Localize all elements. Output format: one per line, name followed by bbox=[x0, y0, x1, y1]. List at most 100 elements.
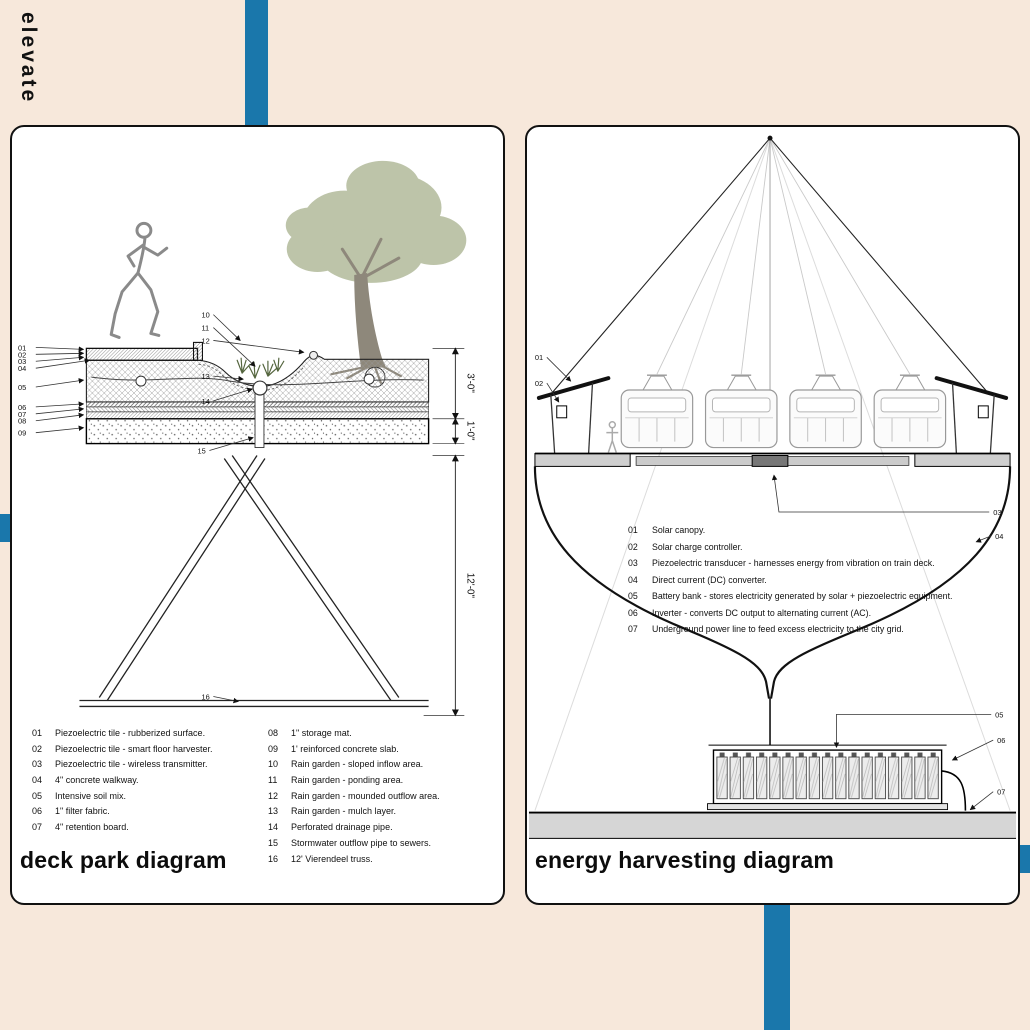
deck-park-panel: 01 02 03 04 05 06 07 08 09 10 bbox=[10, 125, 505, 905]
callout-06: 06 bbox=[997, 736, 1005, 745]
legend-item-number: 11 bbox=[268, 775, 278, 786]
pipe-section-circle bbox=[363, 373, 375, 385]
legend-item-text: Direct current (DC) converter. bbox=[652, 574, 767, 585]
legend-item-text: Rain garden - mounded outflow area. bbox=[291, 790, 440, 801]
energy-harvesting-drawing: 01 02 03 04 05 06 07 bbox=[528, 135, 1017, 839]
legend-item: 14 Perforated drainage pipe. bbox=[268, 822, 440, 838]
legend-item-text: Solar canopy. bbox=[652, 525, 706, 535]
legend-item: 04 Direct current (DC) converter. bbox=[628, 575, 952, 592]
legend-item-number: 05 bbox=[32, 790, 43, 801]
legend-item: 03 Piezoelectric tile - wireless transmi… bbox=[32, 759, 213, 775]
legend-item-text: Battery bank - stores electricity genera… bbox=[652, 591, 953, 601]
legend-item: 01 Solar canopy. bbox=[628, 525, 952, 542]
solar-canopy-right bbox=[934, 376, 1009, 456]
energy-harvesting-panel: 01 02 03 04 05 06 07 01 Solar canopy. 02… bbox=[525, 125, 1020, 905]
tree-trunk bbox=[354, 272, 386, 370]
runner-figure bbox=[109, 221, 169, 339]
legend-item: 08 1" storage mat. bbox=[268, 728, 440, 744]
legend-item: 05 Intensive soil mix. bbox=[32, 791, 213, 807]
tree-branches bbox=[340, 237, 401, 281]
left-callout-numbers: 01 02 03 04 05 06 07 08 09 bbox=[18, 343, 26, 437]
platform-person bbox=[606, 421, 619, 453]
callout-12: 12 bbox=[201, 336, 209, 345]
train-car bbox=[789, 374, 862, 449]
legend-item-text: Piezoelectric tile - wireless transmitte… bbox=[55, 759, 208, 770]
callout-leaders bbox=[546, 357, 994, 811]
legend-item: 04 4" concrete walkway. bbox=[32, 775, 213, 791]
funnel-outline bbox=[533, 466, 1012, 746]
legend-item-text: Intensive soil mix. bbox=[55, 790, 127, 801]
legend-item-text: Solar charge controller. bbox=[652, 541, 743, 552]
catenary-cables bbox=[656, 137, 911, 375]
brand-wordmark: elevate bbox=[17, 12, 40, 105]
callout-16: 16 bbox=[201, 692, 209, 701]
charge-controller-box bbox=[556, 405, 568, 419]
mulch-layer-line bbox=[198, 363, 305, 391]
walkway-curb bbox=[192, 341, 203, 361]
train-cars bbox=[620, 374, 947, 449]
mid-callout-numbers: 10 11 12 13 14 15 16 bbox=[197, 311, 209, 702]
main-cables bbox=[552, 137, 988, 393]
callout-15: 15 bbox=[197, 447, 205, 456]
legend-item-number: 09 bbox=[268, 743, 279, 754]
legend-item-text: 1" storage mat. bbox=[291, 728, 352, 738]
legend-item-text: Piezoelectric tile - smart floor harvest… bbox=[55, 743, 213, 754]
legend-item-text: 12' Vierendeel truss. bbox=[291, 853, 373, 864]
callout-13: 13 bbox=[201, 372, 209, 381]
legend-item-number: 10 bbox=[268, 759, 279, 770]
legend-item-text: 4" retention board. bbox=[55, 822, 129, 833]
legend-item-text: Stormwater outflow pipe to sewers. bbox=[291, 837, 432, 848]
battery-bank bbox=[707, 744, 949, 811]
legend-item-number: 15 bbox=[268, 837, 279, 848]
dimension-1ft: 1'-0" bbox=[464, 421, 475, 441]
callout-02: 02 bbox=[535, 379, 543, 388]
legend-item: 13 Rain garden - mulch layer. bbox=[268, 806, 440, 822]
legend-item-number: 06 bbox=[32, 806, 43, 817]
blue-bar-left bbox=[0, 514, 12, 542]
legend-item: 07 4" retention board. bbox=[32, 822, 213, 838]
legend-item-number: 14 bbox=[268, 822, 279, 833]
blue-bar-top bbox=[245, 0, 268, 130]
vierendeel-truss bbox=[79, 455, 429, 708]
legend-item-number: 07 bbox=[32, 822, 43, 833]
legend-item-text: Perforated drainage pipe. bbox=[291, 822, 393, 833]
outflow-tile-circle bbox=[309, 350, 319, 360]
perforated-drainage-pipe bbox=[252, 380, 268, 396]
legend-item: 11 Rain garden - ponding area. bbox=[268, 775, 440, 791]
callout-03: 03 bbox=[18, 357, 26, 366]
legend-item-number: 13 bbox=[268, 806, 279, 817]
legend-item: 06 Inverter - converts DC output to alte… bbox=[628, 608, 952, 625]
inverter-cable bbox=[941, 770, 967, 811]
legend-item: 07 Underground power line to feed excess… bbox=[628, 624, 952, 641]
legend-item-text: Rain garden - sloped inflow area. bbox=[291, 759, 424, 770]
legend-item-number: 04 bbox=[628, 574, 638, 585]
energy-legend: 01 Solar canopy. 02 Solar charge control… bbox=[628, 525, 952, 641]
energy-harvesting-title: energy harvesting diagram bbox=[535, 847, 834, 873]
legend-item: 06 1" filter fabric. bbox=[32, 806, 213, 822]
concrete-walkway bbox=[85, 347, 199, 361]
legend-item: 10 Rain garden - sloped inflow area. bbox=[268, 759, 440, 775]
callout-04: 04 bbox=[995, 532, 1003, 541]
blue-bar-bottom bbox=[764, 900, 790, 1030]
charge-controller-box bbox=[977, 405, 989, 419]
legend-item-number: 06 bbox=[628, 607, 638, 618]
legend-item-text: 1' reinforced concrete slab. bbox=[291, 743, 399, 754]
deck-park-drawing: 01 02 03 04 05 06 07 08 09 10 bbox=[18, 160, 475, 717]
callout-04: 04 bbox=[18, 364, 26, 373]
tree-foliage bbox=[285, 160, 467, 283]
platform-left bbox=[534, 453, 631, 467]
legend-item: 02 Solar charge controller. bbox=[628, 542, 952, 559]
legend-item-text: Piezoelectric tile - rubberized surface. bbox=[55, 728, 206, 738]
callout-01: 01 bbox=[535, 353, 543, 362]
envelope-lines bbox=[534, 137, 1011, 811]
callout-10: 10 bbox=[201, 311, 209, 320]
legend-item-number: 01 bbox=[32, 728, 43, 738]
battery-base bbox=[707, 803, 949, 811]
legend-item-number: 07 bbox=[628, 624, 638, 634]
train-car bbox=[873, 374, 947, 449]
legend-item-text: Inverter - converts DC output to alterna… bbox=[652, 607, 872, 618]
legend-item-text: Rain garden - ponding area. bbox=[291, 775, 404, 786]
legend-item-number: 02 bbox=[32, 743, 43, 754]
ground bbox=[528, 811, 1017, 839]
